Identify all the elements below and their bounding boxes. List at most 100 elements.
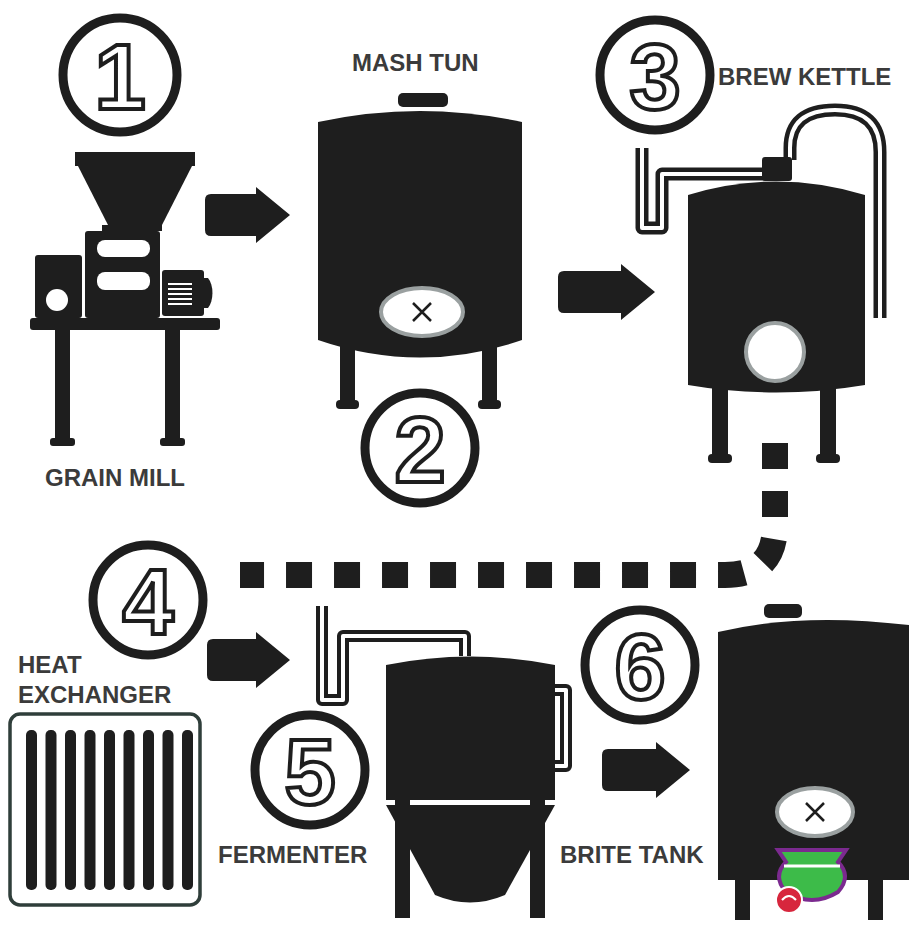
- grain-mill-symbol-part-part: [168, 283, 192, 285]
- heat-exchanger-symbol-part-part: [163, 730, 174, 890]
- brewery-logo-part: [776, 887, 802, 913]
- equipment-node: BREW KETTLE: [640, 105, 885, 465]
- callout-circles-part: [255, 715, 365, 825]
- equipment-node: BRITE TANK: [718, 605, 909, 920]
- brite-tank-symbol-part: [806, 803, 824, 821]
- brite-tank-symbol-part: [718, 604, 909, 920]
- fermenter-symbol-part: [386, 657, 555, 919]
- grain-mill-symbol-part: [35, 255, 82, 318]
- fermenter-symbol-part-part: [395, 800, 410, 918]
- equipment-label: FERMENTER: [218, 840, 367, 870]
- heat-exchanger-symbol-part: [26, 730, 193, 890]
- mash-tun-symbol-part: [413, 303, 431, 321]
- mash-tun-symbol-part: [318, 111, 522, 358]
- callout-circles-part: [63, 18, 177, 132]
- grain-mill-symbol-part-part: [168, 298, 192, 300]
- callout-circles-part: [93, 545, 203, 655]
- brew-kettle-symbol: [642, 110, 880, 463]
- callout-number: 3: [629, 31, 680, 123]
- grain-mill-symbol-part: [160, 438, 185, 446]
- heat-exchanger-symbol-part-part: [182, 730, 193, 890]
- brew-kettle-symbol-part-part: [688, 182, 865, 393]
- fermenter-symbol-part-part: [530, 800, 545, 918]
- flow-arrow: [207, 632, 290, 688]
- heat-exchanger-symbol-part-part: [65, 730, 76, 890]
- grain-mill-symbol-part: [78, 166, 192, 225]
- equipment-label: MASH TUN: [352, 48, 479, 78]
- heat-exchanger-symbol-part: [10, 714, 200, 905]
- heat-exchanger-symbol-part-part: [85, 730, 96, 890]
- brewery-logo-part: [782, 896, 796, 900]
- equipment-label: BRITE TANK: [560, 840, 704, 870]
- callout-number: 4: [122, 556, 173, 648]
- heat-exchanger-symbol-part-part: [104, 730, 115, 890]
- mash-tun-symbol-part: [381, 288, 463, 336]
- callout-number: 1: [94, 31, 145, 123]
- mash-tun-symbol-part: [340, 345, 355, 403]
- brite-tank-symbol-part-part: [735, 878, 750, 920]
- flow-arrow: [205, 187, 290, 243]
- grain-mill-symbol-part: [50, 438, 75, 446]
- equipment-node: MASH TUN: [318, 95, 522, 410]
- brewery-logo: [776, 850, 846, 913]
- grain-mill-symbol-part: [162, 270, 204, 316]
- brite-tank-symbol-part-part: [718, 620, 909, 880]
- heat-exchanger-symbol-part-part: [124, 730, 135, 890]
- mash-tun-symbol-part: [482, 345, 497, 403]
- grain-mill-symbol: [30, 152, 220, 446]
- heat-exchanger-symbol-part-part: [143, 730, 154, 890]
- brite-tank-symbol-part: [777, 788, 853, 836]
- equipment-label: GRAIN MILL: [45, 463, 185, 493]
- grain-mill-symbol-part: [55, 330, 70, 440]
- callout-number: 2: [394, 404, 445, 496]
- equipment-node: HEAT EXCHANGER: [8, 712, 202, 907]
- brew-kettle-symbol-part-part: [708, 454, 732, 463]
- callout-circles-part: [585, 610, 695, 720]
- flow-arrow: [602, 742, 690, 798]
- brew-kettle-symbol-part-part: [816, 454, 840, 463]
- callout-number: 5: [284, 726, 335, 818]
- equipment-label: HEAT EXCHANGER: [18, 650, 203, 710]
- callout-circles-part: [365, 393, 475, 503]
- grain-mill-symbol-part: [102, 225, 162, 231]
- heat-exchanger-symbol-part-part: [46, 730, 57, 890]
- brew-kettle-symbol-part: [688, 157, 865, 463]
- brew-kettle-symbol-part-part: [712, 385, 728, 457]
- grain-mill-symbol-part-part: [97, 240, 150, 257]
- grain-mill-symbol-part-part: [168, 293, 192, 295]
- heat-exchanger-symbol-part-part: [26, 730, 37, 890]
- fermenter-symbol-part-part: [386, 657, 555, 801]
- brewery-logo-part: [784, 865, 840, 868]
- brite-tank-symbol-part-part: [764, 604, 802, 618]
- brite-tank-symbol-part-part: [868, 878, 883, 920]
- grain-mill-symbol-part: [46, 240, 192, 311]
- callout-number: 6: [614, 621, 665, 713]
- brew-kettle-symbol-part: [746, 323, 804, 381]
- equipment-node: FERMENTER: [318, 605, 570, 920]
- grain-mill-symbol-part-part: [46, 289, 68, 311]
- grain-mill-symbol-part-part: [168, 303, 192, 305]
- flow-arrow: [558, 264, 655, 320]
- mash-tun-symbol: [318, 93, 522, 409]
- equipment-label: BREW KETTLE: [718, 62, 891, 92]
- mash-tun-symbol-part: [478, 400, 501, 409]
- equipment-node: GRAIN MILL: [30, 150, 220, 450]
- brew-kettle-symbol-part-part: [762, 157, 792, 181]
- fermenter-symbol: [322, 606, 566, 918]
- callout-circles-part: [600, 20, 710, 130]
- grain-mill-symbol-part: [165, 330, 180, 440]
- grain-mill-symbol-part: [200, 278, 212, 308]
- brite-tank-symbol: [718, 604, 909, 920]
- grain-mill-symbol-part: [85, 231, 160, 318]
- grain-mill-symbol-part-part: [97, 272, 150, 290]
- fermenter-symbol-part-part: [386, 805, 555, 903]
- mash-tun-symbol-part: [336, 400, 359, 409]
- dotted-connector: [240, 443, 775, 575]
- brew-kettle-symbol-part-part: [820, 385, 836, 457]
- mash-tun-symbol-part: [398, 93, 448, 107]
- grain-mill-symbol-part: [75, 152, 195, 166]
- grain-mill-symbol-part-part: [168, 288, 192, 290]
- heat-exchanger-symbol: [10, 714, 200, 905]
- grain-mill-symbol-part: [30, 318, 220, 330]
